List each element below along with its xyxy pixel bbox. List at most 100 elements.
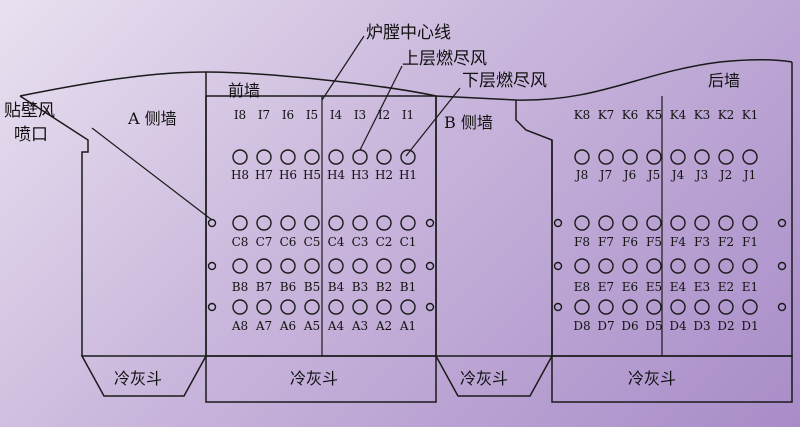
rear-label-j1: J1: [742, 168, 756, 182]
front-nozzle-b1: [400, 258, 416, 274]
front-label-b1: B1: [400, 280, 416, 294]
side-wall-b-outline: [435, 96, 553, 356]
furnace-top-outline: [19, 58, 793, 101]
front-label-b5: B5: [304, 280, 320, 294]
leader-wall-air: [91, 127, 213, 221]
label-hopper-a: 冷灰斗: [114, 369, 162, 388]
rear-nozzle-f3: [694, 215, 710, 231]
rear-label-j3: J3: [694, 168, 708, 182]
rear-label-j8: J8: [574, 168, 588, 182]
rear-label-f3: F3: [694, 235, 710, 249]
leader-centerline: [321, 35, 365, 101]
front-nozzle-i3: [352, 149, 368, 165]
label-furnace-centerline: 炉膛中心线: [366, 23, 451, 43]
rear-nozzle-f7: [598, 215, 614, 231]
front-label-a2: A2: [375, 319, 392, 333]
front-label-c2: C2: [376, 235, 393, 249]
rear-label-e3: E3: [694, 280, 710, 294]
front-nozzle-i1: [400, 149, 416, 165]
front-label-c8: C8: [232, 235, 249, 249]
rear-nozzle-k5: [646, 149, 662, 165]
front-label-i8: I8: [234, 108, 246, 122]
wall-air-nozzle-front-right-1: [425, 261, 435, 271]
rear-label-d4: D4: [669, 319, 687, 333]
front-label-h1: H1: [399, 168, 417, 182]
front-label-i4: I4: [330, 108, 343, 122]
rear-label-k3: K3: [694, 108, 711, 122]
wall-air-nozzle-rear-left-2: [553, 302, 563, 312]
front-nozzle-a3: [352, 299, 368, 315]
rear-nozzle-d5: [646, 299, 662, 315]
front-label-c5: C5: [304, 235, 321, 249]
rear-nozzle-k4: [670, 149, 686, 165]
front-nozzle-c3: [352, 215, 368, 231]
rear-label-j7: J7: [598, 168, 612, 182]
front-label-i7: I7: [258, 108, 270, 122]
front-label-b6: B6: [280, 280, 296, 294]
rear-label-d8: D8: [573, 319, 590, 333]
rear-label-k2: K2: [718, 108, 735, 122]
rear-label-f4: F4: [670, 235, 686, 249]
wall-air-nozzle-front-left-0: [207, 218, 217, 228]
front-label-b7: B7: [256, 280, 272, 294]
rear-label-e7: E7: [598, 280, 614, 294]
front-nozzle-i7: [256, 149, 272, 165]
rear-label-j2: J2: [718, 168, 732, 182]
front-nozzle-a7: [256, 299, 272, 315]
label-hopper-b: 冷灰斗: [460, 369, 508, 388]
front-label-a3: A3: [351, 319, 368, 333]
rear-nozzle-d3: [694, 299, 710, 315]
front-nozzle-a1: [400, 299, 416, 315]
wall-air-nozzle-rear-left-1: [553, 261, 563, 271]
wall-air-nozzle-rear-left-0: [553, 218, 563, 228]
wall-air-nozzle-front-right-2: [425, 302, 435, 312]
front-label-a8: A8: [231, 319, 248, 333]
front-nozzle-a4: [328, 299, 344, 315]
front-nozzle-b8: [232, 258, 248, 274]
front-nozzle-i2: [376, 149, 392, 165]
front-nozzle-i4: [328, 149, 344, 165]
rear-label-k5: K5: [646, 108, 663, 122]
rear-nozzle-e1: [742, 258, 758, 274]
wall-air-nozzle-rear-right-2: [777, 302, 787, 312]
front-nozzle-i6: [280, 149, 296, 165]
front-label-h5: H5: [303, 168, 321, 182]
front-nozzle-c6: [280, 215, 296, 231]
label-upper-burnout-air: 上层燃尽风: [402, 49, 487, 69]
rear-label-e5: E5: [646, 280, 662, 294]
rear-label-k6: K6: [622, 108, 639, 122]
label-wall-air-1: 贴壁风: [4, 101, 55, 121]
wall-air-nozzle-front-right-0: [425, 218, 435, 228]
wall-air-nozzle-rear-right-1: [777, 261, 787, 271]
rear-label-e2: E2: [718, 280, 734, 294]
rear-nozzle-e2: [718, 258, 734, 274]
front-label-h6: H6: [279, 168, 297, 182]
rear-nozzle-d1: [742, 299, 758, 315]
label-rear-wall: 后墙: [708, 71, 740, 90]
rear-label-d6: D6: [621, 319, 638, 333]
rear-wall-panel: [551, 62, 793, 357]
front-nozzle-a6: [280, 299, 296, 315]
front-label-a6: A6: [279, 319, 296, 333]
rear-label-d7: D7: [597, 319, 614, 333]
label-side-wall-a: A 侧墙: [127, 109, 177, 128]
wall-air-nozzle-front-left-2: [207, 302, 217, 312]
front-label-a4: A4: [327, 319, 345, 333]
front-label-c6: C6: [280, 235, 297, 249]
front-nozzle-b2: [376, 258, 392, 274]
rear-label-j5: J5: [646, 168, 660, 182]
rear-label-e1: E1: [742, 280, 758, 294]
front-nozzle-b4: [328, 258, 344, 274]
rear-label-k8: K8: [574, 108, 591, 122]
rear-nozzle-d6: [622, 299, 638, 315]
rear-label-f2: F2: [718, 235, 734, 249]
front-label-i2: I2: [378, 108, 390, 122]
label-front-wall: 前墙: [228, 81, 260, 100]
hopper-rear: [551, 355, 793, 403]
front-label-h3: H3: [351, 168, 369, 182]
front-label-b3: B3: [352, 280, 368, 294]
rear-nozzle-e6: [622, 258, 638, 274]
rear-nozzle-e4: [670, 258, 686, 274]
front-nozzle-c1: [400, 215, 416, 231]
